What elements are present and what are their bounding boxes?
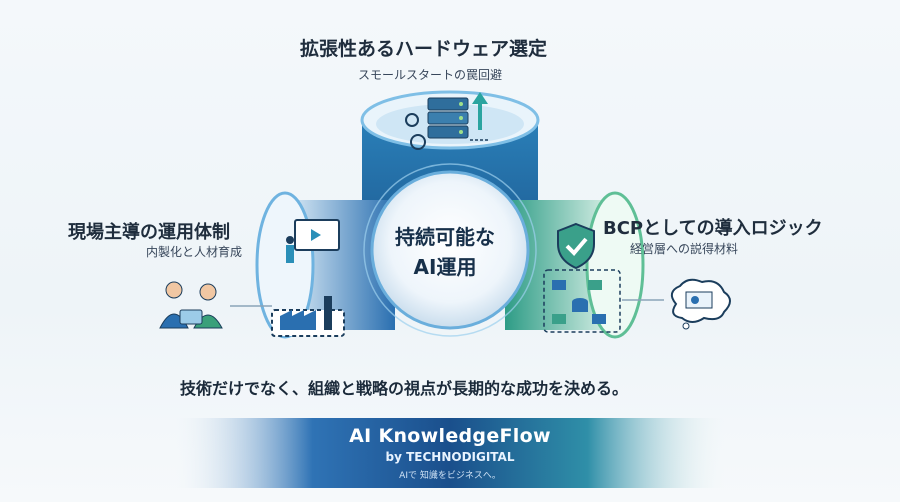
presentation-icon <box>286 219 340 263</box>
growth-arrow-icon <box>470 92 490 141</box>
gear-icon <box>405 113 426 150</box>
shield-check-icon <box>557 222 595 270</box>
brand-banner <box>175 418 725 488</box>
brand-slogan: AIで 知識をビジネスへ。 <box>399 471 501 481</box>
tagline: 技術だけでなく、組織と戦略の視点が長期的な成功を決める。 <box>180 379 629 398</box>
top-title: 拡張性あるハードウェア選定 <box>300 38 548 60</box>
center-line2: AI運用 <box>413 255 477 279</box>
factory-icon <box>271 296 345 337</box>
brand-by: by TECHNODIGITAL <box>385 450 515 464</box>
center-line1: 持続可能な <box>395 225 495 249</box>
top-subtitle: スモールスタートの罠回避 <box>358 68 503 82</box>
thought-chart-icon <box>670 278 731 330</box>
right-subtitle: 経営層への説得材料 <box>630 242 739 256</box>
server-icon <box>427 97 469 139</box>
left-title: 現場主導の運用体制 <box>68 222 230 243</box>
right-title: BCPとしての導入ロジック <box>603 218 823 239</box>
folder-flow-icon <box>543 269 621 333</box>
center-label: 持続可能な AI運用 <box>370 222 520 282</box>
people-icon <box>159 281 223 329</box>
brand-name: AI KnowledgeFlow <box>349 425 551 447</box>
center-sphere <box>370 170 530 330</box>
left-subtitle: 内製化と人材育成 <box>146 245 243 259</box>
